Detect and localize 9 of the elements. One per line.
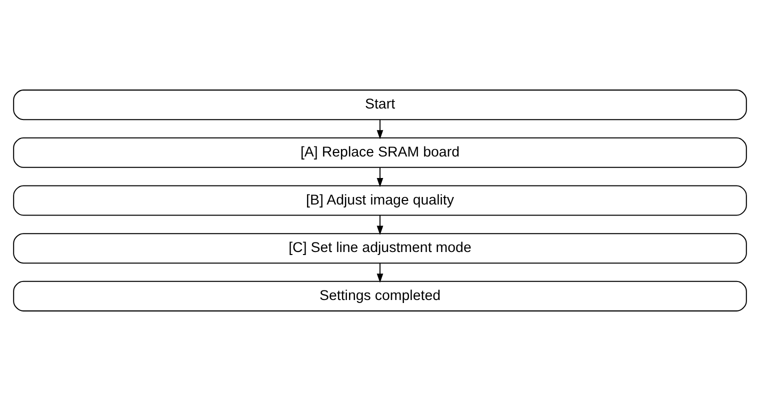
arrow: [376, 262, 384, 282]
arrow: [376, 215, 384, 234]
arrow: [376, 119, 384, 139]
node-box: [B] Adjust image quality: [13, 184, 747, 216]
node-box: [A] Replace SRAM board: [13, 136, 747, 168]
arrow: [376, 167, 384, 187]
node-box: [C] Set line adjustment mode: [13, 232, 747, 264]
node-box: Settings completed: [13, 280, 747, 311]
node-box: Start: [13, 89, 747, 120]
